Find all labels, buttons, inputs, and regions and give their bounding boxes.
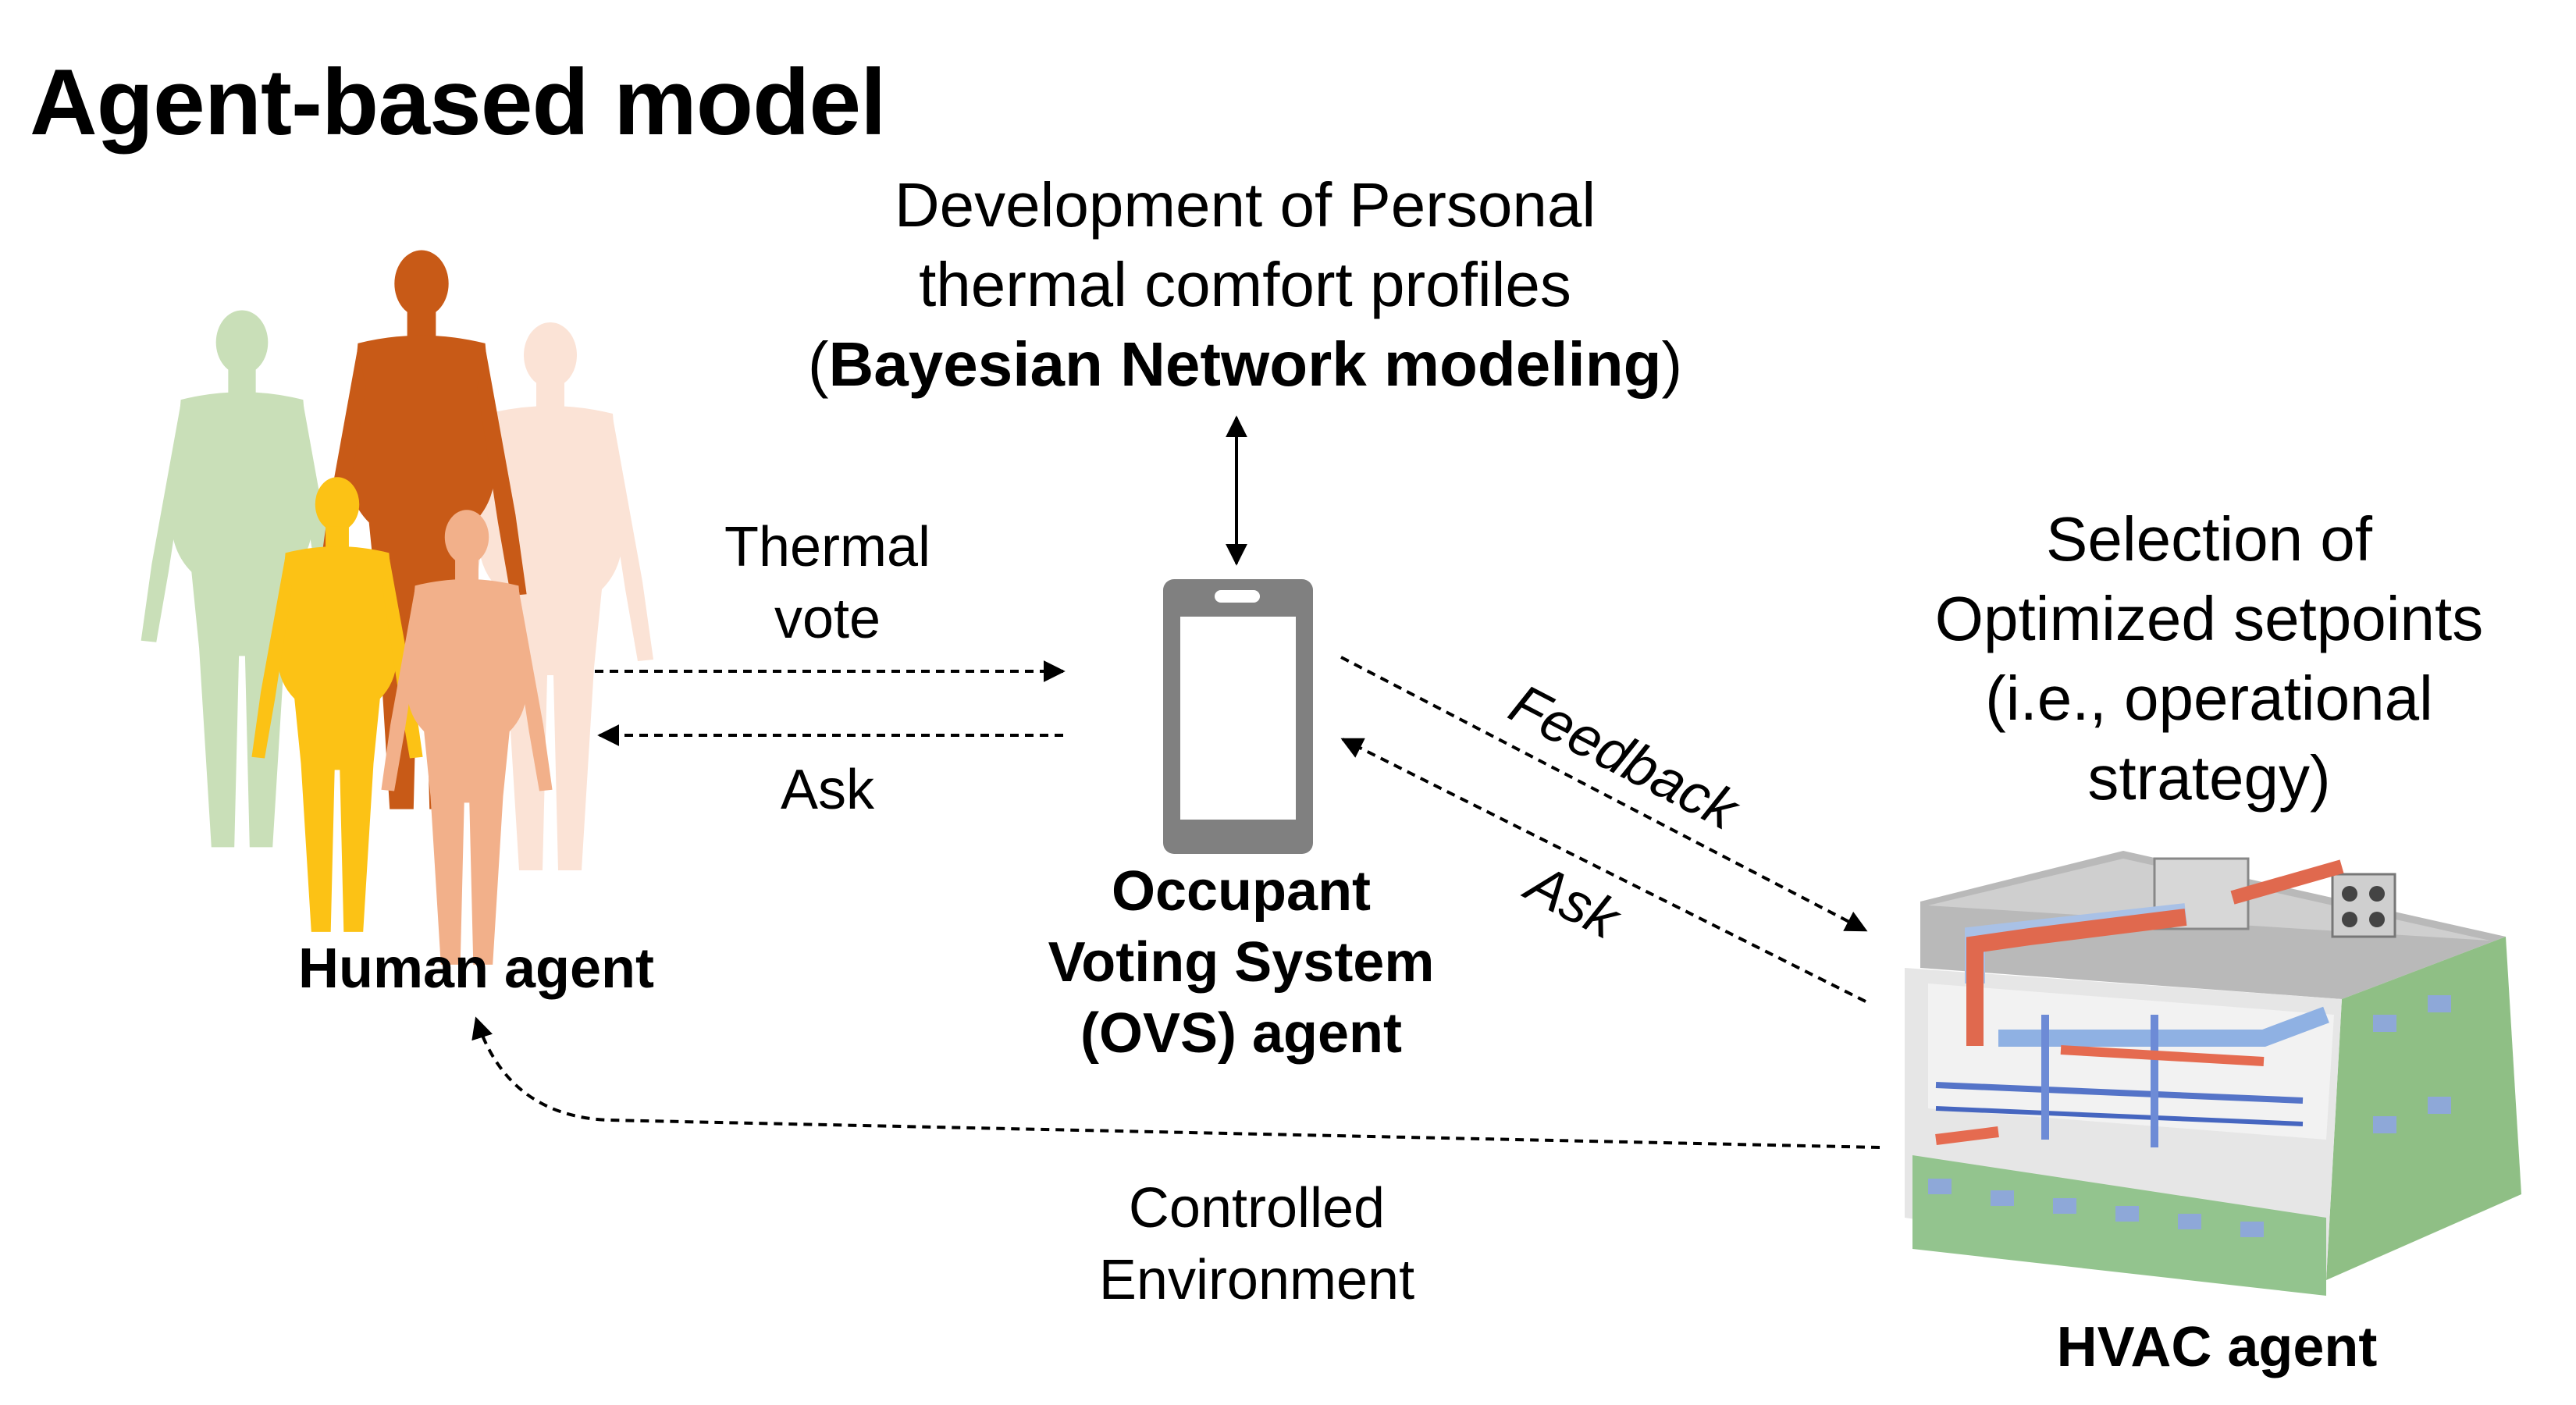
diagram-title: Agent-based model [30,50,886,155]
thermal-vote-line-1: Thermal [724,516,931,578]
ovs-agent-label: Occupant Voting System (OVS) agent [984,856,1499,1069]
human-figures [141,250,653,965]
ovs-label-line-1: Occupant [1111,860,1372,923]
profiles-line-3: (Bayesian Network modeling) [738,325,1752,404]
hvac-desc-line-2: Optimized setpoints [1934,584,2484,653]
controlled-environment-label: Controlled Environment [1023,1172,1491,1316]
profiles-line-2: thermal comfort profiles [919,250,1571,319]
controlled-environment-arrow [471,1016,1880,1149]
profiles-paren-open: ( [807,329,829,399]
ovs-label-line-3: (OVS) agent [1080,1002,1403,1065]
controlled-line-2: Environment [1098,1249,1415,1311]
thermal-vote-label: Thermal vote [671,511,984,655]
profiles-paren-close: ) [1661,329,1683,399]
phone-icon [1163,579,1313,854]
profiles-method: Bayesian Network modeling [828,329,1662,399]
thermal-vote-line-2: vote [774,588,881,650]
hvac-desc-line-4: strategy) [2087,743,2331,813]
human-agent-label: Human agent [297,937,655,1000]
profiles-line-1: Development of Personal [894,170,1596,240]
hvac-agent-label: HVAC agent [2056,1316,2378,1378]
feedback-arrow [1340,656,1868,932]
profiles-box: Development of Personal thermal comfort … [738,165,1752,404]
hvac-description: Selection of Optimized setpoints (i.e., … [1866,500,2553,818]
hvac-desc-line-3: (i.e., operational [1985,663,2433,733]
ask-left-label: Ask [780,759,875,821]
ask-right-arrow [1340,738,1866,1003]
controlled-line-1: Controlled [1128,1177,1386,1240]
hvac-desc-line-1: Selection of [2045,504,2373,574]
ovs-label-line-2: Voting System [1048,931,1435,994]
arrows [471,415,1880,1149]
hvac-building-icon [1905,851,2521,1296]
